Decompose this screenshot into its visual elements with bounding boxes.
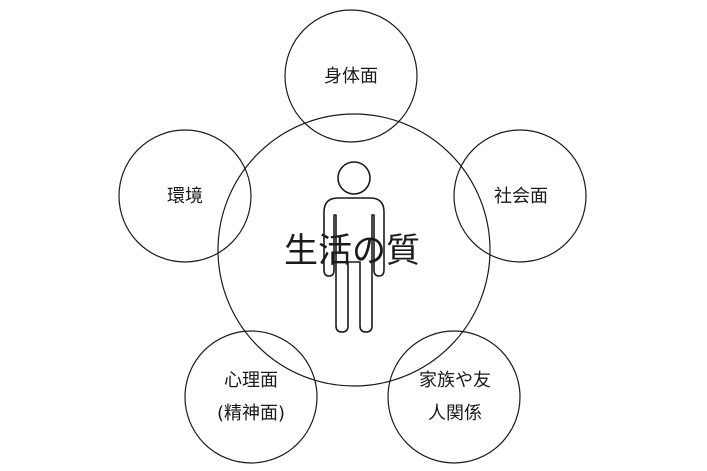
environment-label: 環境 xyxy=(167,186,203,207)
psychological-label-line-2: (精神面) xyxy=(217,403,285,424)
physical-label: 身体面 xyxy=(324,66,378,87)
psychological-circle xyxy=(184,330,318,464)
family-label-line-2: 人関係 xyxy=(428,403,482,424)
center-label: 生活の質 xyxy=(284,231,420,271)
social-circle xyxy=(453,129,587,263)
psychological-label-line-1: 心理面 xyxy=(224,370,278,391)
person-icon xyxy=(323,161,385,333)
center-circle xyxy=(217,113,491,387)
environment-circle xyxy=(118,129,252,263)
family-circle xyxy=(387,330,521,464)
social-label: 社会面 xyxy=(494,186,548,207)
family-label-line-1: 家族や友 xyxy=(419,370,491,391)
physical-circle xyxy=(284,9,418,143)
